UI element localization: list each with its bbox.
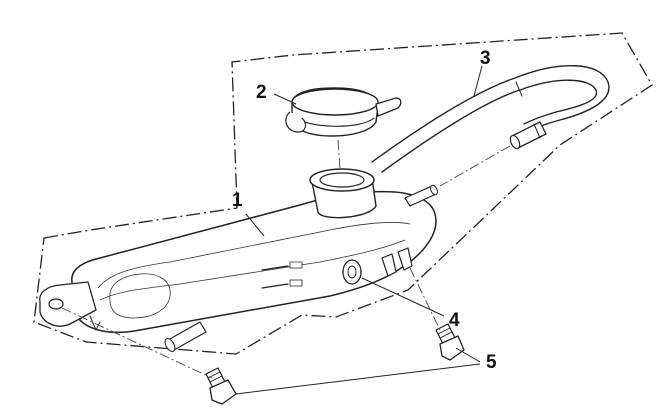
bolt-upper-centerline	[409, 267, 441, 331]
callout-4: 4	[449, 310, 460, 331]
callout-1: 1	[232, 190, 243, 211]
leader-5b	[235, 363, 481, 395]
bolt-lower	[205, 367, 237, 405]
callout-3: 3	[480, 48, 491, 69]
bolt-lower-centerline	[61, 307, 213, 379]
leader-4	[361, 277, 445, 317]
callout-5: 5	[486, 352, 497, 373]
callout-2: 2	[256, 82, 267, 103]
leader-1	[245, 213, 265, 237]
hose-centerline	[439, 145, 511, 187]
leader-3	[473, 65, 483, 97]
leader-5a	[455, 347, 481, 363]
grommet	[342, 259, 362, 285]
overflow-hose	[371, 64, 610, 173]
filler-cap	[285, 87, 402, 137]
cap-centerline	[337, 139, 341, 171]
leader-2	[273, 93, 297, 105]
bolt-upper	[435, 323, 465, 361]
assembly-boundary	[33, 32, 653, 355]
coolant-reservoir-tank	[39, 168, 438, 352]
